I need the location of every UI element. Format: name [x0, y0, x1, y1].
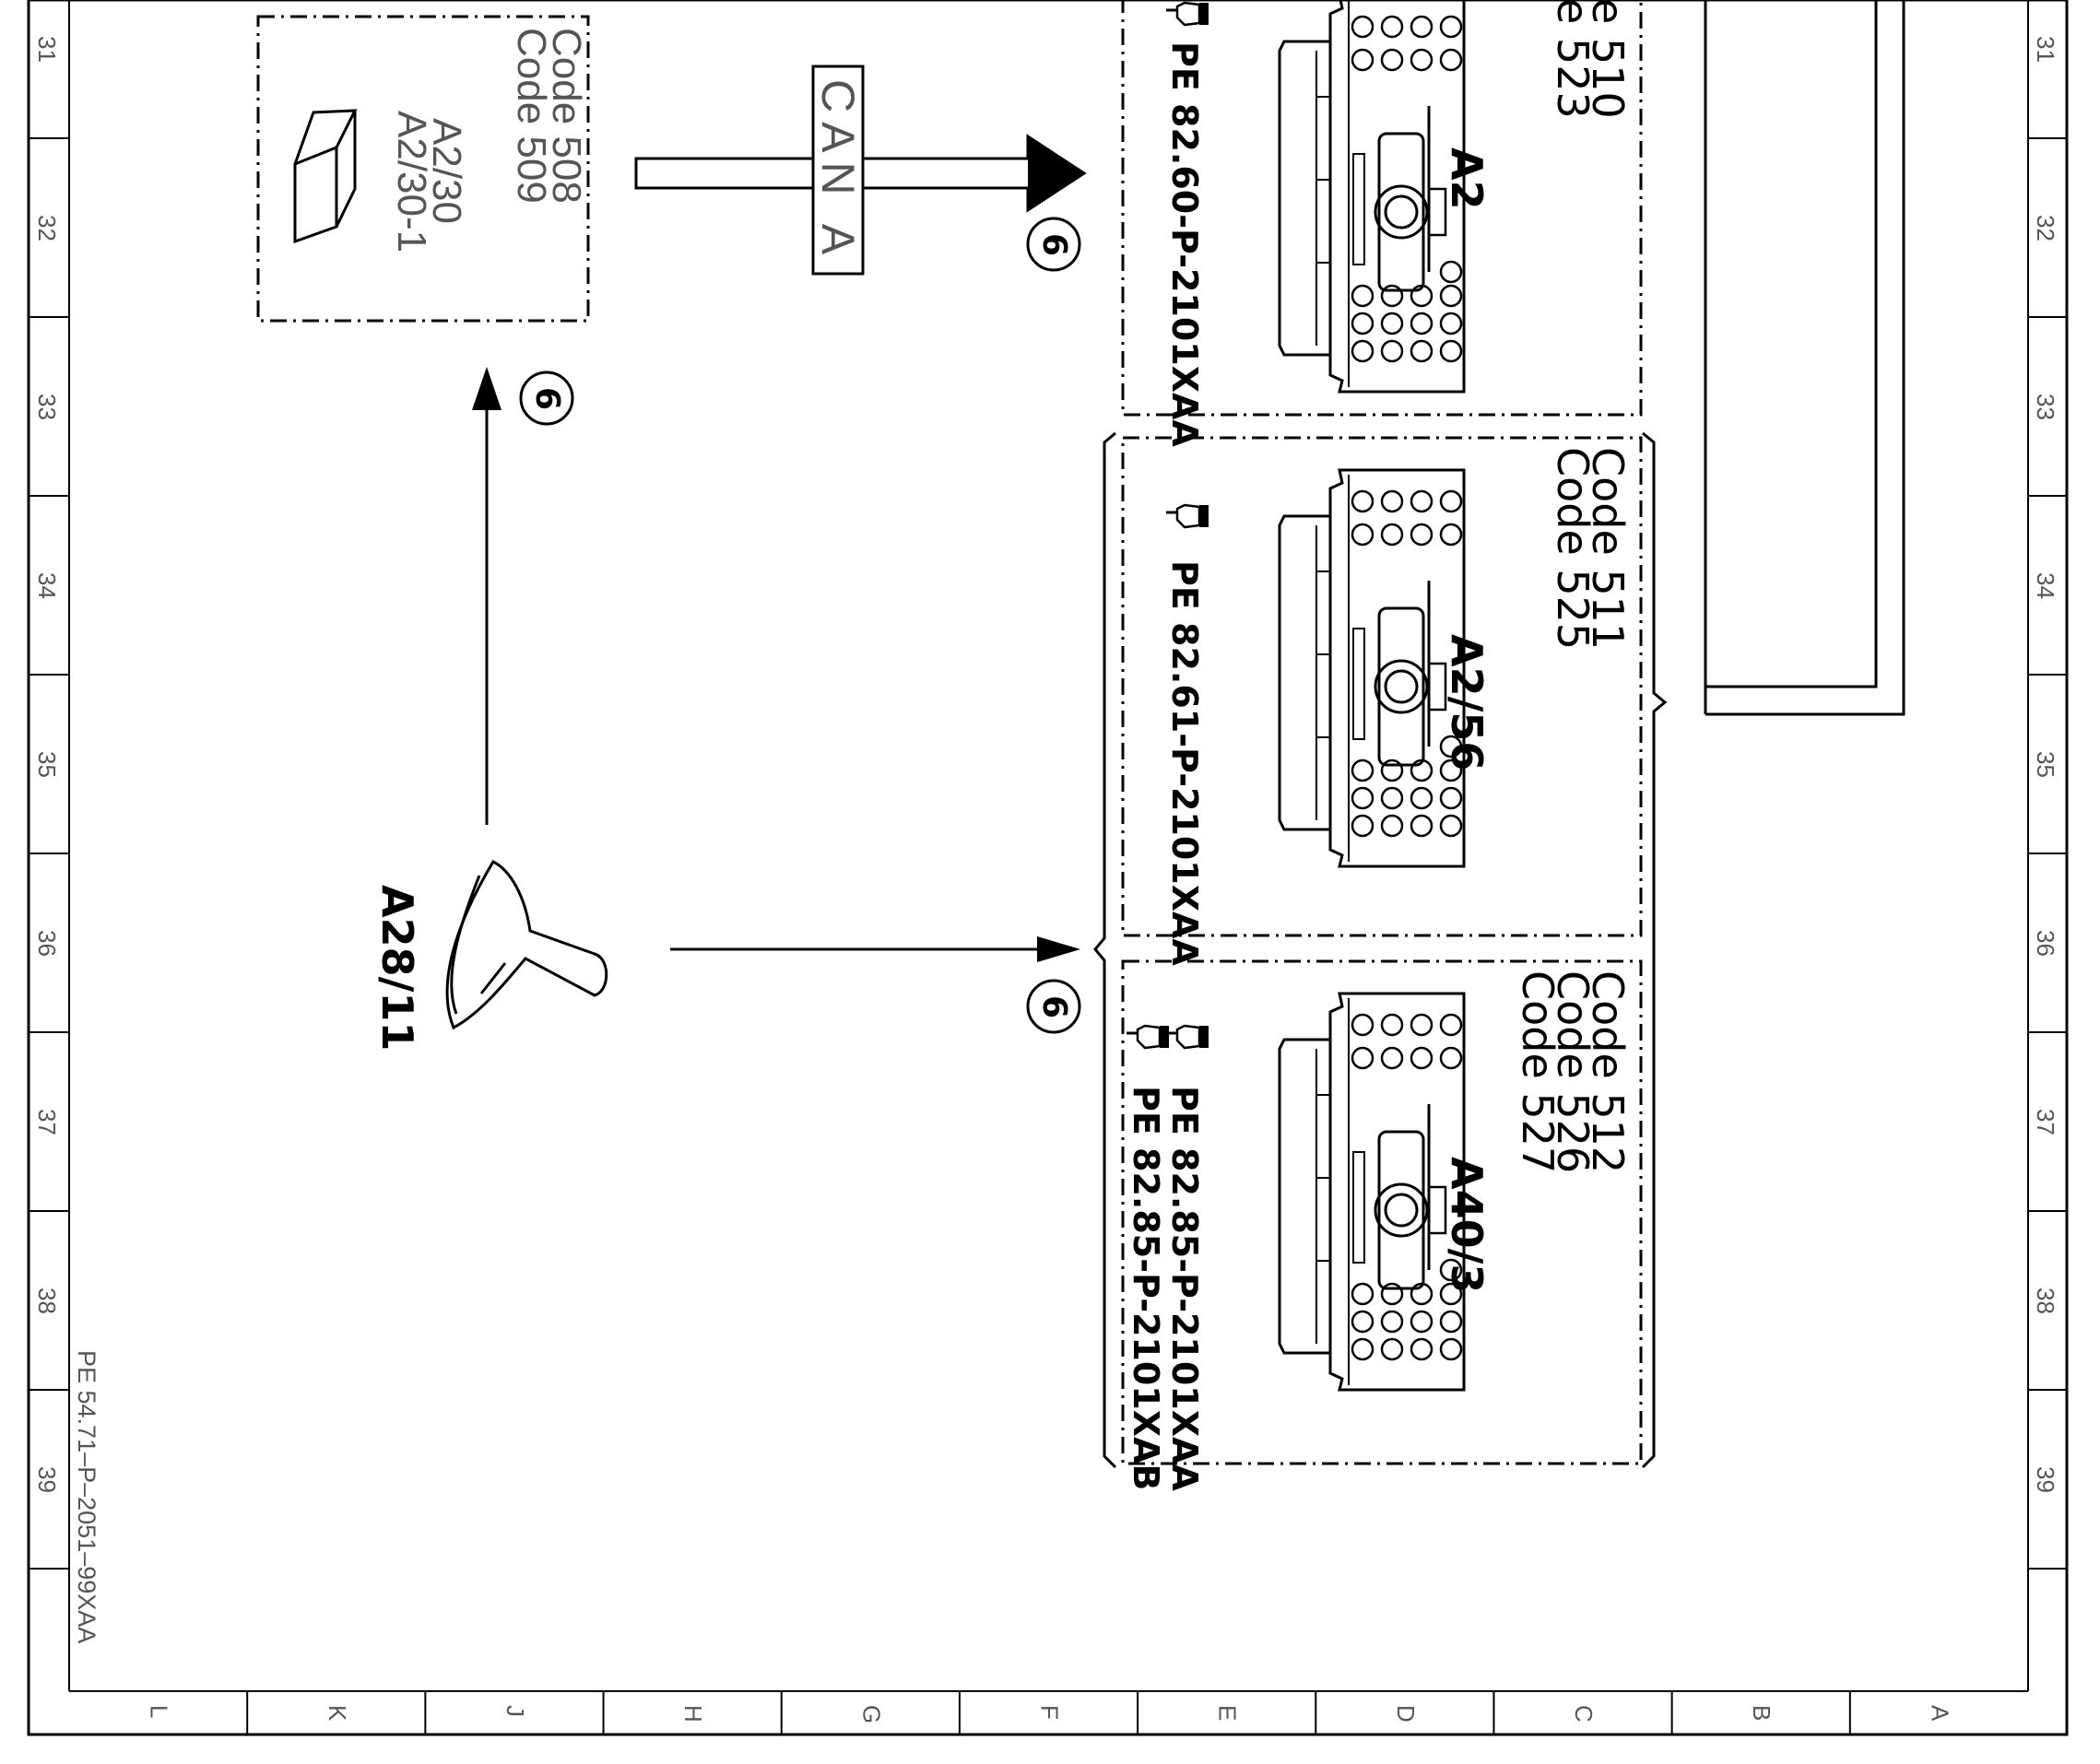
module-a2-code-1: e 510: [1583, 0, 1633, 119]
module-a28-11-label: A28/11: [372, 885, 422, 1051]
column-letter: C: [1570, 1705, 1598, 1723]
column-letter: E: [1214, 1705, 1242, 1721]
module-a2-56-code-1: Code 511: [1583, 447, 1633, 650]
row-number-left: 38: [33, 1288, 61, 1314]
module-a2-56-code-2: Code 525: [1548, 447, 1598, 650]
signal-marker-2-number: 6: [528, 387, 566, 410]
column-letter: H: [679, 1705, 707, 1723]
module-a2-30-name-2: A2/30-1: [389, 111, 434, 253]
drawing-reference: PE 54.71–P–2051–99XAA: [73, 1350, 100, 1643]
row-number-right: 31: [2032, 36, 2059, 63]
signal-marker-1-number: 6: [1035, 233, 1073, 256]
signal-marker-3-number: 6: [1035, 995, 1073, 1018]
signal-marker-2: 6: [519, 370, 574, 426]
module-a2-30-box: [256, 15, 590, 323]
row-ticks: 31 31 32 32 33 33 34 34 35 35 36 36 37 37 38 38 39 39: [29, 36, 2067, 1570]
column-letter: L: [146, 1705, 173, 1718]
radio-group-brace: [1093, 431, 1117, 1469]
row-number-right: 37: [2032, 1109, 2059, 1135]
module-a2-30-name-1: A2/30: [424, 118, 469, 224]
pointing-hand-icon: [1164, 1024, 1210, 1050]
module-a2-label: A2: [1442, 147, 1492, 210]
can-a-label: CAN A: [812, 79, 864, 264]
module-a40-3-code-2: Code 526: [1548, 970, 1598, 1173]
row-number-left: 35: [33, 751, 61, 778]
module-a2-pe-ref: PE 82.60-P-2101XAA: [1164, 41, 1205, 447]
pointing-hand-icon: [1125, 1024, 1171, 1050]
module-a2-box: [1121, 0, 1643, 417]
pointing-hand-icon: [1164, 503, 1210, 529]
column-letter: J: [501, 1705, 529, 1717]
column-letter: A: [1926, 1705, 1953, 1722]
signal-marker-1: 6: [1026, 217, 1081, 272]
module-a2-56-label: A2/56: [1442, 634, 1492, 770]
module-a2-56-box: [1121, 436, 1643, 937]
row-number-left: 36: [33, 930, 61, 957]
row-number-right: 39: [2032, 1466, 2059, 1493]
radio-unit-icon: [1278, 992, 1466, 1392]
module-a2-code-2: e 523: [1548, 0, 1598, 119]
signal-arrow-up: [472, 367, 501, 825]
outer-frame: [27, 0, 2069, 1736]
radio-unit-icon: [1278, 468, 1466, 868]
module-a40-3-pe-ref-2: PE 82.85-P-2101XAB: [1126, 1086, 1166, 1490]
module-a40-3-box: [1121, 959, 1643, 1465]
column-letter: G: [857, 1705, 885, 1723]
module-a2-30-code-1: Code 508: [544, 28, 589, 204]
can-a-bus-arrow: [634, 65, 1087, 276]
row-number-left: 39: [33, 1466, 61, 1493]
module-a40-3-pe-ref-1: PE 82.85-P-2101XAA: [1164, 1086, 1205, 1491]
pointing-hand-icon: [1164, 1, 1210, 27]
module-a40-3-label: A40/3: [1442, 1157, 1492, 1293]
row-number-right: 35: [2032, 751, 2059, 778]
row-number-right: 38: [2032, 1288, 2059, 1314]
signal-marker-3: 6: [1026, 979, 1081, 1034]
column-letter: K: [324, 1705, 351, 1722]
row-number-left: 34: [33, 572, 61, 599]
row-number-left: 32: [33, 215, 61, 241]
radio-group-brace-right: [1641, 431, 1668, 1469]
row-number-left: 37: [33, 1109, 61, 1135]
row-number-right: 36: [2032, 930, 2059, 957]
module-a2-30-code-2: Code 509: [509, 28, 554, 204]
row-number-left: 33: [33, 394, 61, 420]
row-number-right: 34: [2032, 572, 2059, 599]
column-letter: D: [1392, 1705, 1420, 1723]
module-a2-56-pe-ref: PE 82.61-P-2101XAA: [1164, 560, 1205, 966]
output-wire: [1704, 0, 1905, 716]
module-a40-3-code-3: Code 527: [1513, 970, 1563, 1173]
signal-arrow-right: [670, 936, 1080, 962]
module-a40-3-code-1: Code 512: [1583, 970, 1633, 1173]
antenna-icon: [445, 860, 608, 1030]
row-number-right: 32: [2032, 215, 2059, 241]
radio-unit-icon: [1278, 0, 1466, 394]
column-letter: B: [1748, 1705, 1776, 1721]
control-unit-icon: [293, 109, 358, 244]
row-number-right: 33: [2032, 394, 2059, 420]
row-number-left: 31: [33, 36, 61, 63]
column-letter: F: [1036, 1705, 1064, 1720]
